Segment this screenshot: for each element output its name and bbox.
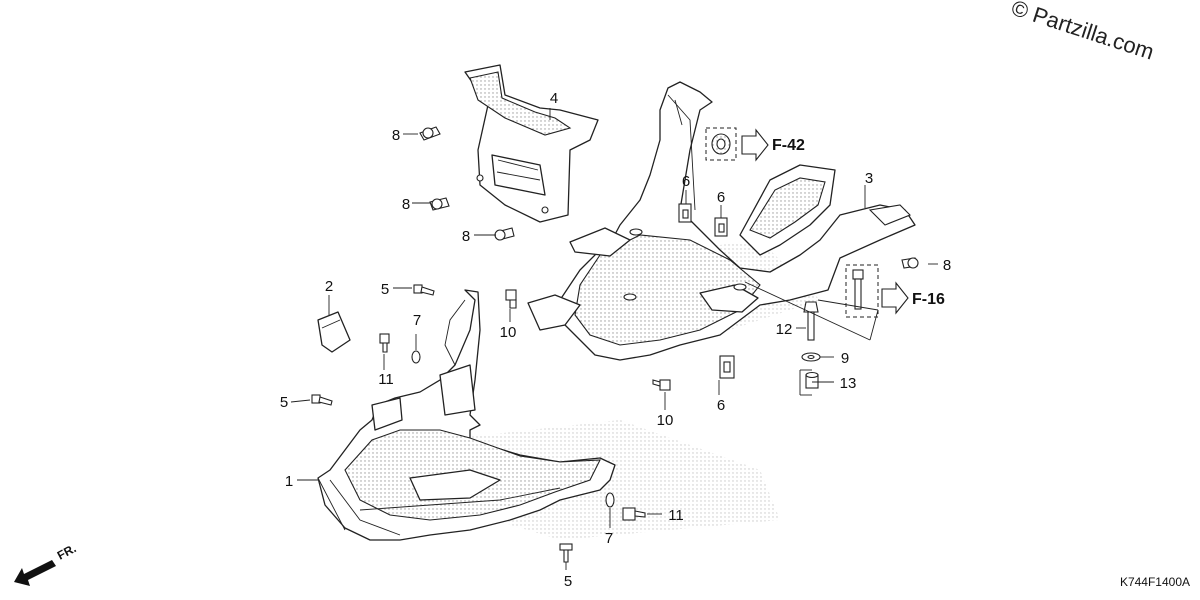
leader-lines	[290, 108, 938, 570]
f42-reference-box	[705, 127, 737, 161]
bolt-10-b	[652, 379, 671, 391]
screw-8-c	[494, 227, 515, 241]
bolt-10-a	[505, 289, 517, 309]
callout-5-b: 5	[280, 394, 288, 411]
callout-11-b: 11	[668, 507, 684, 524]
callout-10-b: 10	[657, 412, 674, 429]
callout-8-c: 8	[462, 228, 470, 245]
callout-5-c: 5	[564, 573, 572, 590]
screw-8-a	[419, 126, 441, 141]
front-direction-arrow-icon: FR.	[14, 541, 78, 586]
reference-f42-label: F-42	[772, 137, 805, 154]
callout-4: 4	[550, 90, 558, 107]
fasteners	[311, 126, 919, 563]
callout-13: 13	[840, 375, 857, 392]
watermark: © Partzilla.com	[1008, 0, 1157, 65]
part-1-lower-cover[interactable]	[317, 289, 616, 541]
bolt-12	[803, 301, 819, 341]
f42-arrow-icon	[741, 128, 769, 162]
callout-8-d: 8	[943, 257, 951, 274]
callout-6-a: 6	[682, 173, 690, 190]
part-2-clip[interactable]	[317, 311, 351, 353]
screw-5-a	[413, 284, 435, 296]
f16-reference-box	[845, 264, 879, 318]
part-3-inner-cover[interactable]	[527, 81, 916, 361]
washer-7-a	[411, 350, 421, 364]
diagram-code: K744F1400A	[1120, 575, 1190, 589]
callout-7-a: 7	[413, 312, 421, 329]
callout-labels: 4 8 8 8 8 3 2 5 5 5 1 7 7 11 11 10 10 6 …	[280, 90, 951, 590]
collar-13	[805, 371, 819, 389]
clip-6-a	[678, 203, 692, 223]
front-arrow-label: FR.	[55, 541, 79, 562]
screw-5-c	[559, 543, 573, 563]
callout-10-a: 10	[500, 324, 517, 341]
callout-11-a: 11	[378, 371, 394, 388]
f16-arrow-icon	[881, 281, 909, 315]
callout-8-a: 8	[392, 127, 400, 144]
washer-9-hole	[807, 354, 815, 360]
part-4-upper-cover[interactable]	[464, 64, 599, 223]
callout-12: 12	[776, 321, 793, 338]
callout-8-b: 8	[402, 196, 410, 213]
callout-7-b: 7	[605, 530, 613, 547]
bolt-11-a	[379, 333, 390, 353]
screw-8-b	[429, 197, 450, 211]
callout-1: 1	[285, 473, 293, 490]
f16-bolt	[852, 269, 864, 310]
reference-f16-label: F-16	[912, 291, 945, 308]
clip-6-c	[719, 355, 735, 379]
callout-2: 2	[325, 278, 333, 295]
callout-6-c: 6	[717, 397, 725, 414]
callout-3: 3	[865, 170, 873, 187]
callout-9: 9	[841, 350, 849, 367]
callout-5-a: 5	[381, 281, 389, 298]
screw-8-d	[901, 257, 919, 269]
screw-5-b	[311, 394, 333, 406]
washer-7-b	[605, 492, 615, 508]
callout-6-b: 6	[717, 189, 725, 206]
bolt-11-b	[622, 507, 646, 521]
clip-6-b	[714, 217, 728, 237]
